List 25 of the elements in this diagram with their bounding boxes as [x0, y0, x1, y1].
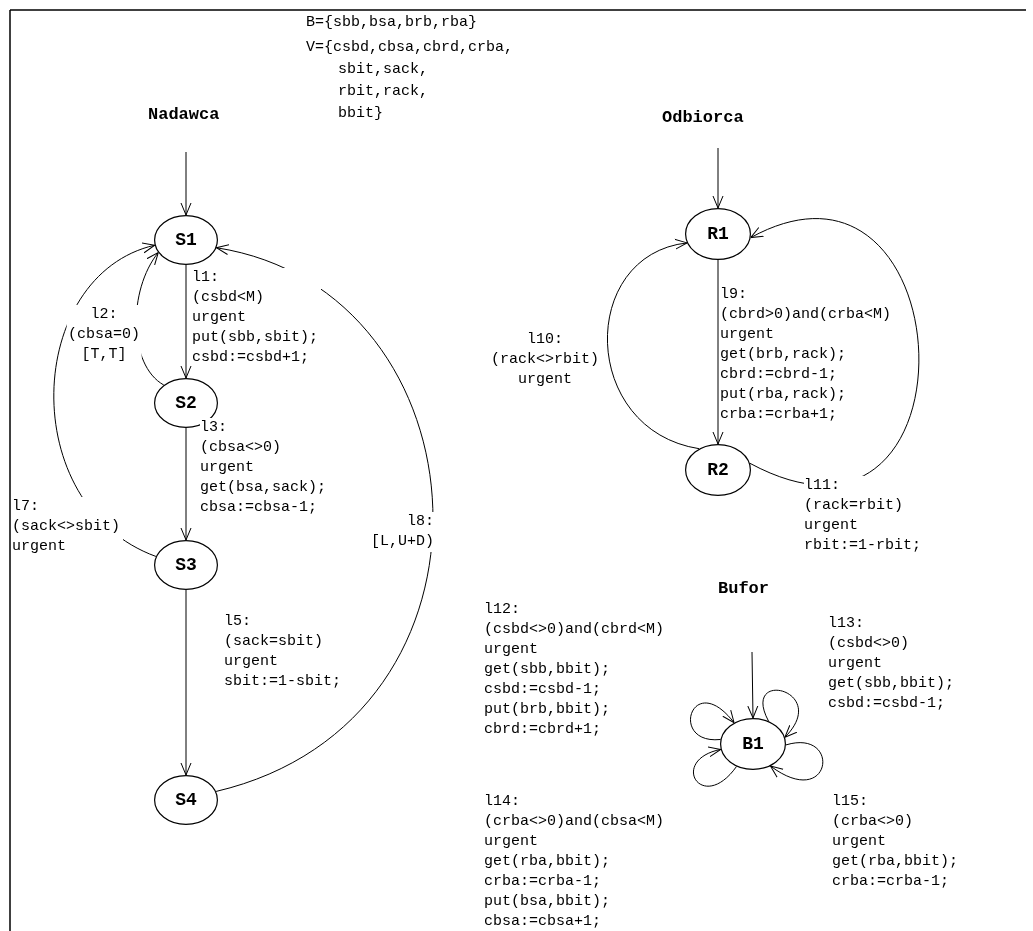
transition-arrow [712, 259, 724, 445]
state-ellipse: S1 [154, 215, 218, 265]
transition-arrow [712, 147, 724, 209]
transition-arrow [607, 240, 700, 450]
transition-arrow [770, 742, 824, 781]
transition-arrow [180, 151, 192, 216]
state-ellipse: S3 [154, 540, 218, 590]
transition-arrow [180, 427, 192, 541]
automaton-heading: Odbiorca [662, 107, 745, 129]
transition-arrow [762, 689, 799, 738]
state-ellipse: R1 [685, 208, 751, 260]
transition-arrow [180, 264, 192, 379]
transition-arrow [180, 589, 192, 776]
set-definition: B={sbb,bsa,brb,rba} [306, 13, 479, 33]
state-ellipse: R2 [685, 444, 751, 496]
state-ellipse: B1 [720, 718, 786, 770]
set-definition: V={csbd,cbsa,cbrd,crba, sbit,sack, rbit,rack, bbit} [306, 38, 515, 124]
transition-arrow [215, 245, 434, 792]
transition-arrow [693, 747, 737, 787]
automaton-heading: Bufor [718, 578, 770, 600]
state-ellipse: S4 [154, 775, 218, 825]
transition-arrow [690, 702, 735, 740]
automaton-heading: Nadawca [148, 104, 221, 126]
transition-arrow [747, 651, 759, 719]
transition-arrow [749, 219, 920, 484]
